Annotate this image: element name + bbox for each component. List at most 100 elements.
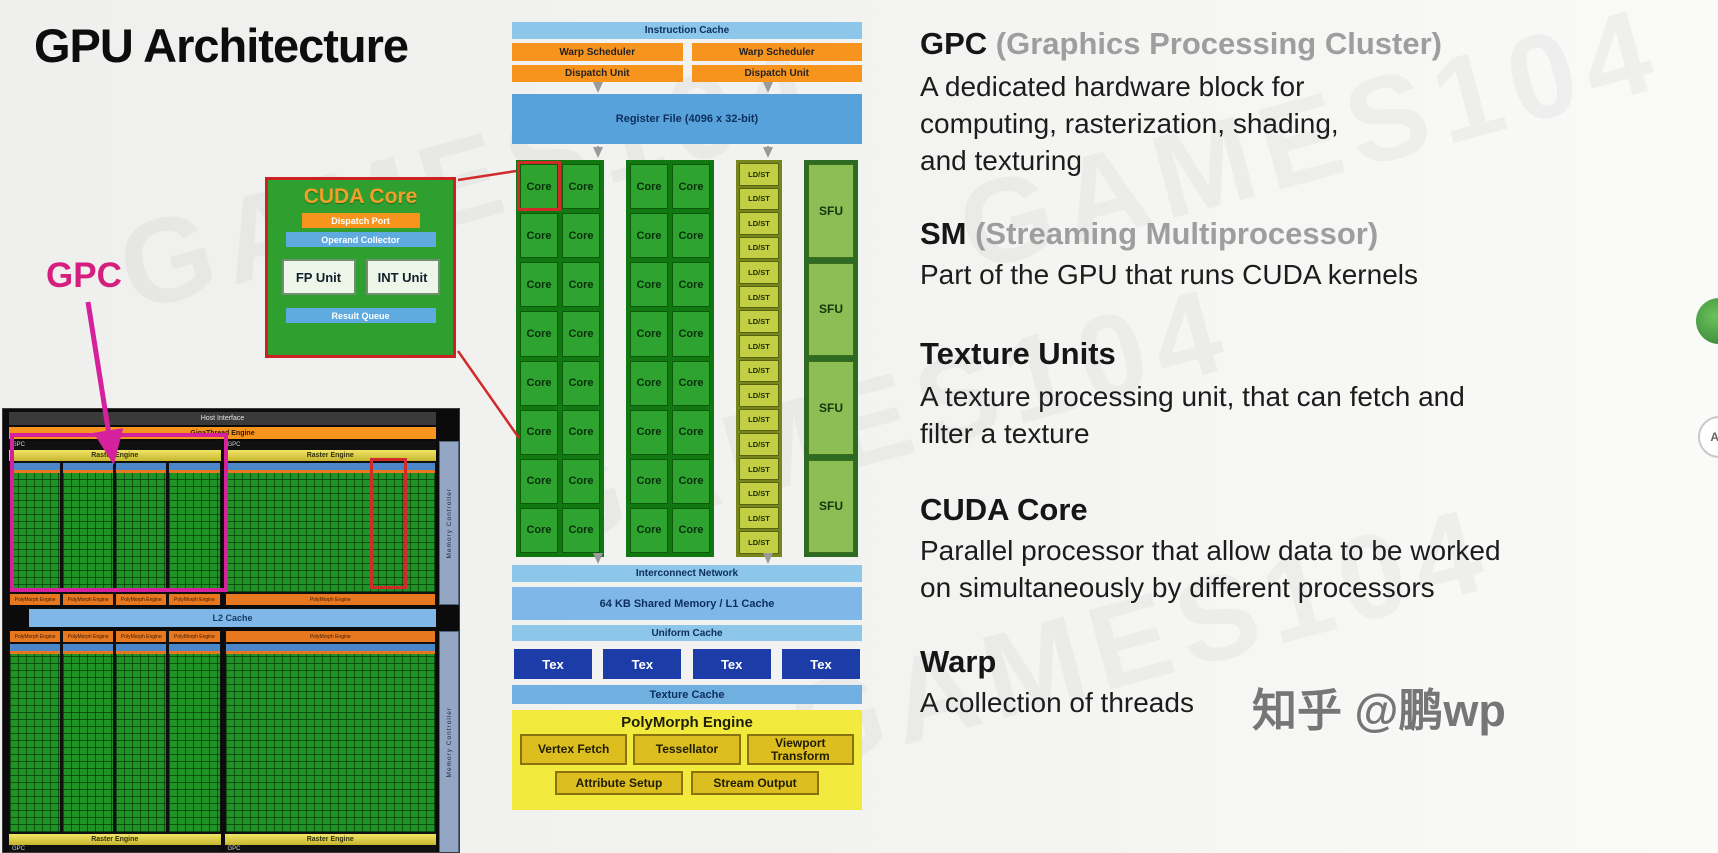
die-sm-cap: [63, 644, 114, 651]
cuda-core-cell: Core: [562, 213, 600, 259]
cuda-core-cell: Core: [672, 507, 710, 553]
polymorph-engine-block: PolyMorph Engine Vertex Fetch Tessellato…: [512, 710, 862, 810]
ldst-cell: LD/ST: [739, 261, 779, 284]
term-text: GPC: [920, 26, 988, 61]
die-sm-strip: [169, 651, 220, 654]
die-sm-core-grid: [63, 473, 114, 592]
die-sm-core-grid: [169, 473, 220, 592]
die-sm-strip: [63, 651, 114, 654]
tex-unit-box: Tex: [603, 649, 682, 679]
page-title: GPU Architecture: [34, 19, 409, 72]
die-sm-core-grid: [225, 473, 435, 592]
cuda-core-cell: Core: [562, 360, 600, 406]
definition-body: A dedicated hardware block for computing…: [920, 71, 1339, 176]
die-polymorph-bar: PolyMorph Engine: [63, 631, 114, 642]
die-sm-core-grid: [169, 654, 220, 832]
instruction-cache-bar: Instruction Cache: [512, 22, 862, 39]
die-sm-cap: [10, 644, 61, 651]
cuda-core-title: CUDA Core: [303, 185, 418, 208]
die-sm-block: [116, 644, 167, 832]
ldst-cell: LD/ST: [739, 212, 779, 235]
ldst-cell: LD/ST: [739, 285, 779, 309]
gpc-highlight-box: [10, 433, 228, 592]
die-gpc-label: GPC: [12, 442, 26, 448]
dispatch-port-bar: Dispatch Port: [301, 213, 420, 228]
host-interface-bar: Host Interface: [9, 412, 436, 425]
cuda-core-cell: Core: [672, 213, 710, 259]
definition-body: A texture processing unit, that can fetc…: [920, 381, 1465, 449]
memory-controller-label: Memory Controller: [445, 707, 453, 778]
memory-controller-strip: Memory Controller: [439, 631, 459, 852]
die-sm-cap: [225, 463, 435, 470]
die-sm-cap: [169, 463, 220, 470]
definition-body: A collection of threads: [920, 687, 1194, 718]
cuda-units-row: FP Unit INT Unit: [281, 259, 440, 295]
die-sm-cap: [116, 644, 167, 651]
cuda-core-cell: Core: [672, 164, 710, 210]
cuda-core-cell: Core: [630, 311, 668, 357]
cuda-core-cell: Core: [520, 458, 558, 504]
die-sm-block: [10, 644, 61, 832]
die-sm-block: [116, 463, 167, 592]
ldst-cell: LD/ST: [739, 408, 779, 432]
sfu-cell: SFU: [808, 361, 854, 455]
cuda-core-cell: Core: [562, 409, 600, 455]
texture-cache-bar: Texture Cache: [512, 685, 862, 704]
ldst-cell: LD/ST: [739, 359, 779, 383]
cuda-core-cell: Core: [520, 164, 558, 210]
warp-scheduler-bar: Warp Scheduler: [512, 43, 683, 61]
die-sm-core-grid: [10, 473, 61, 592]
cuda-core-cell: Core: [520, 213, 558, 259]
polymorph-engine-title: PolyMorph Engine: [621, 714, 753, 731]
ldst-cell: LD/ST: [739, 531, 779, 554]
die-sm-row: [225, 461, 437, 594]
definition-body: Part of the GPU that runs CUDA kernels: [920, 259, 1418, 290]
dispatch-unit-bar: Dispatch Unit: [691, 65, 862, 82]
die-polymorph-bar: PolyMorph Engine: [116, 631, 167, 642]
die-sm-strip: [225, 651, 435, 654]
cuda-core-cell: Core: [630, 360, 668, 406]
die-sm-block: [225, 644, 435, 832]
die-sm-strip: [63, 470, 114, 473]
die-gpc-label: GPC: [227, 846, 241, 852]
plant-icon[interactable]: [1696, 298, 1718, 344]
cuda-core-cell: Core: [672, 360, 710, 406]
die-sm-block: [10, 463, 61, 592]
result-queue-bar: Result Queue: [285, 308, 436, 323]
term-text: Warp: [920, 644, 997, 679]
ab-loop-icon[interactable]: AB: [1698, 416, 1718, 458]
cuda-core-cell: Core: [630, 262, 668, 308]
die-sm-core-grid: [63, 654, 114, 832]
fp-unit-box: FP Unit: [281, 259, 356, 295]
cuda-core-cell: Core: [520, 507, 558, 553]
cuda-core-detail-box: CUDA Core Dispatch Port Operand Collecto…: [265, 177, 456, 358]
memory-controller-label: Memory Controller: [445, 487, 453, 559]
ldst-cell: LD/ST: [739, 236, 779, 260]
int-unit-box: INT Unit: [365, 259, 440, 295]
dispatch-unit-row: Dispatch Unit Dispatch Unit: [512, 65, 862, 82]
die-sm-core-grid: [225, 654, 435, 832]
die-sm-block: [63, 463, 114, 592]
die-polymorph-bar: PolyMorph Engine: [63, 594, 114, 605]
ldst-cell: LD/ST: [739, 506, 779, 530]
definition-term: GPC (Graphics Processing Cluster): [920, 26, 1442, 62]
cuda-core-cell: Core: [630, 164, 668, 210]
die-polymorph-bar: PolyMorph Engine: [169, 594, 220, 605]
ldst-cell: LD/ST: [739, 457, 779, 481]
term-suffix: (Streaming Multiprocessor): [966, 216, 1379, 251]
cuda-core-cell: Core: [562, 262, 600, 308]
die-gpc-label: GPC: [12, 846, 26, 852]
warp-scheduler-bar: Warp Scheduler: [691, 43, 862, 61]
ldst-cell: LD/ST: [739, 482, 779, 505]
die-polymorph-row: PolyMorph Engine: [225, 631, 437, 642]
cuda-core-cell: Core: [520, 311, 558, 357]
tessellator-box: Tessellator: [633, 734, 741, 765]
sfu-cell: SFU: [808, 164, 854, 258]
cuda-core-cell: Core: [520, 262, 558, 308]
